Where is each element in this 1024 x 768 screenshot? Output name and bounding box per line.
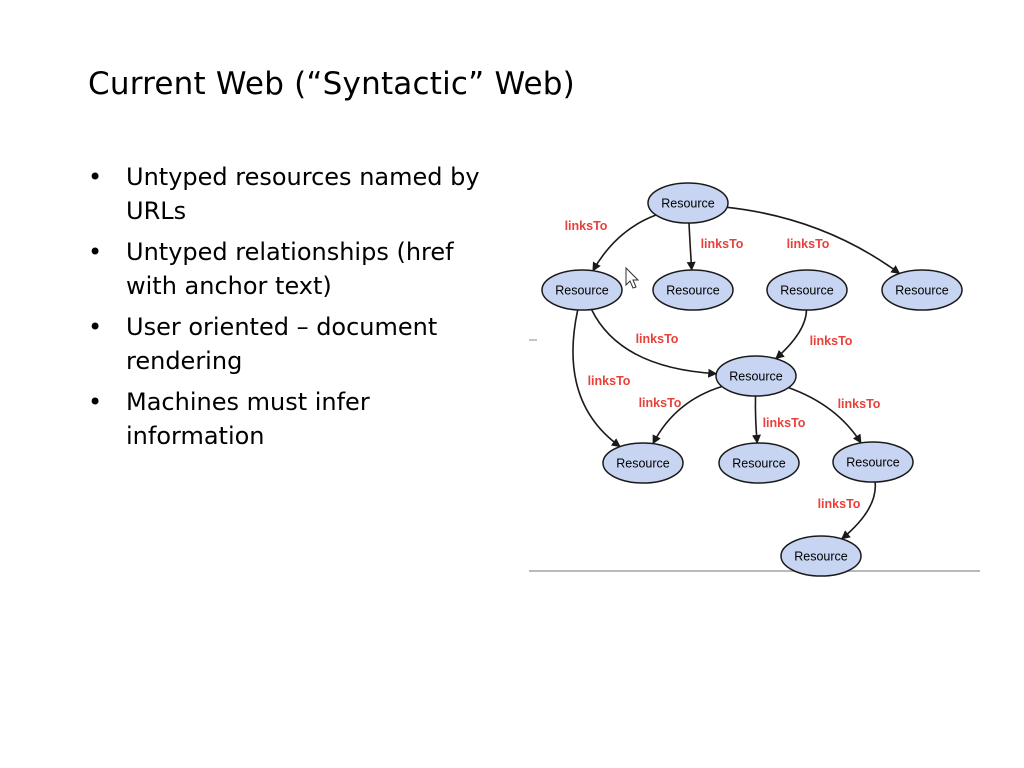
bullet-item: • Machines must infer information: [88, 385, 488, 453]
mouse-cursor-icon: [625, 266, 640, 289]
resource-node: Resource: [647, 182, 729, 224]
resource-node: Resource: [780, 535, 862, 577]
edge-label: linksTo: [565, 219, 608, 233]
link-graph-diagram: linksTo linksTo linksTo linksTo linksTo links…: [529, 182, 980, 577]
resource-node-shape: [881, 269, 963, 311]
resource-node-shape: [652, 269, 734, 311]
bullet-list: • Untyped resources named by URLs • Unty…: [88, 160, 488, 460]
resource-node-shape: [647, 182, 729, 224]
resource-node-label: Resource: [661, 197, 715, 211]
resource-node: Resource: [652, 269, 734, 311]
link-edge: [572, 309, 621, 448]
edge-label: linksTo: [810, 334, 853, 348]
resource-node: Resource: [715, 355, 797, 397]
resource-node: Resource: [541, 269, 623, 311]
resource-node-shape: [766, 269, 848, 311]
resource-node-label: Resource: [895, 284, 949, 298]
edge-label: linksTo: [639, 396, 682, 410]
bullet-item: • User oriented – document rendering: [88, 310, 488, 378]
edge-label: linksTo: [818, 497, 861, 511]
link-edge: [775, 309, 808, 360]
link-edge: [652, 385, 723, 445]
bullet-text: Untyped relationships (href with anchor …: [126, 238, 454, 300]
link-edge: [841, 481, 877, 540]
link-edge: [686, 222, 696, 271]
resource-node-label: Resource: [616, 457, 670, 471]
link-edge: [727, 206, 901, 275]
resource-node-shape: [780, 535, 862, 577]
resource-node-label: Resource: [666, 284, 720, 298]
resource-node-shape: [541, 269, 623, 311]
resource-node-label: Resource: [780, 284, 834, 298]
link-edge: [592, 214, 657, 272]
edge-label: linksTo: [787, 237, 830, 251]
bullet-text: Untyped resources named by URLs: [126, 163, 480, 225]
resource-node-label: Resource: [794, 550, 848, 564]
resource-node: Resource: [766, 269, 848, 311]
bullet-marker: •: [88, 388, 103, 416]
resource-node-label: Resource: [846, 456, 900, 470]
resource-node-shape: [602, 442, 684, 484]
edge-labels-layer: linksTo linksTo linksTo linksTo linksTo links…: [565, 219, 881, 511]
edge-label: linksTo: [838, 397, 881, 411]
edge-label: linksTo: [588, 374, 631, 388]
resource-node: Resource: [832, 441, 914, 483]
link-edge: [788, 386, 862, 444]
resource-node: Resource: [602, 442, 684, 484]
bullet-item: • Untyped relationships (href with ancho…: [88, 235, 488, 303]
edge-label: linksTo: [636, 332, 679, 346]
resource-node-shape: [832, 441, 914, 483]
slide-title: Current Web (“Syntactic” Web): [88, 66, 575, 102]
bullet-text: User oriented – document rendering: [126, 313, 438, 375]
bullet-item: • Untyped resources named by URLs: [88, 160, 488, 228]
resource-node-shape: [715, 355, 797, 397]
link-edge: [590, 309, 718, 378]
edge-label: linksTo: [701, 237, 744, 251]
resource-node: Resource: [881, 269, 963, 311]
edges-layer: [572, 206, 901, 540]
resource-node-label: Resource: [729, 370, 783, 384]
bullet-marker: •: [88, 163, 103, 191]
bullet-marker: •: [88, 238, 103, 266]
resource-node: Resource: [718, 442, 800, 484]
resource-node-label: Resource: [732, 457, 786, 471]
link-edge: [752, 395, 761, 444]
bullet-text: Machines must infer information: [126, 388, 370, 450]
resource-node-shape: [718, 442, 800, 484]
edge-label: linksTo: [763, 416, 806, 430]
resource-node-label: Resource: [555, 284, 609, 298]
bullet-marker: •: [88, 313, 103, 341]
